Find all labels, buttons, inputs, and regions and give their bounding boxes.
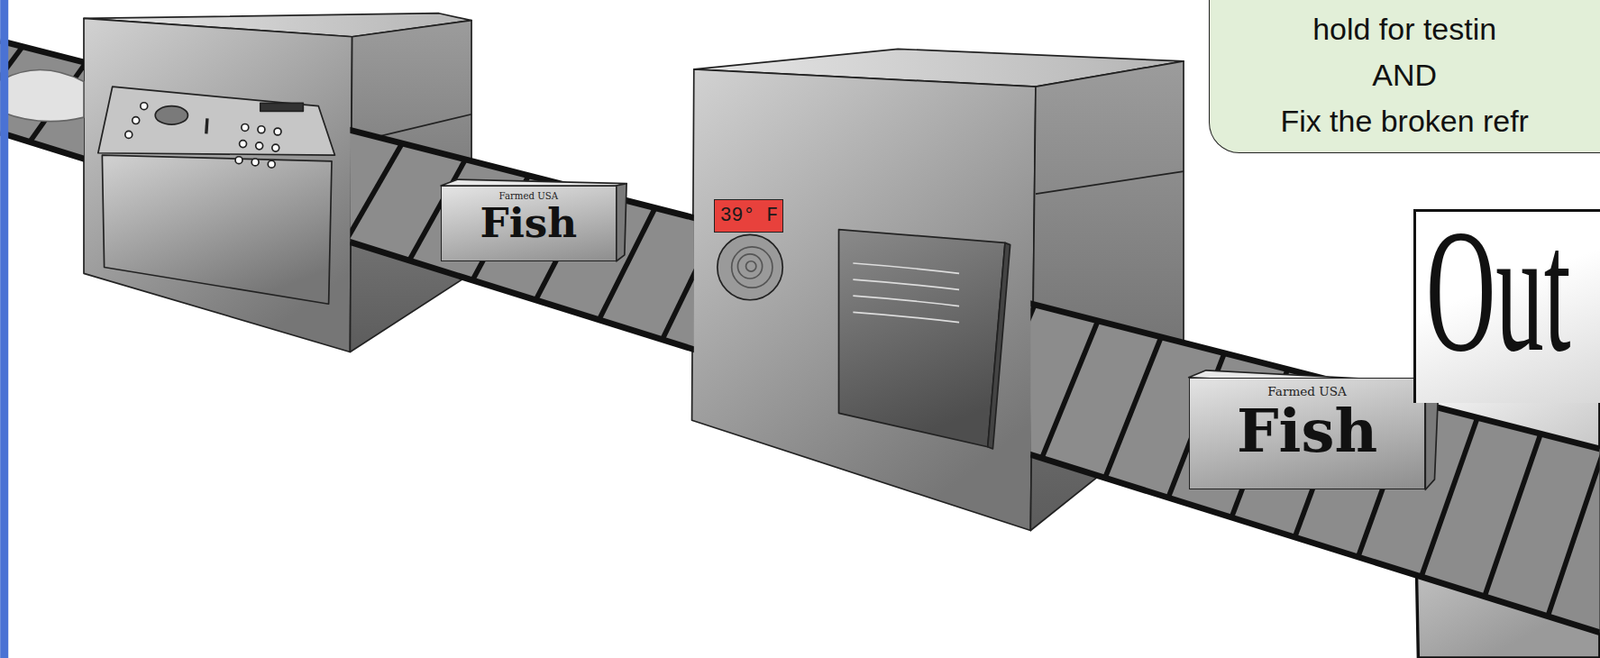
panel-slot — [260, 102, 304, 111]
conveyor-belt — [0, 30, 1600, 657]
vent-panel — [839, 229, 1006, 448]
belt-slat — [662, 224, 719, 340]
panel-button — [125, 130, 133, 138]
belt-edge — [0, 132, 1600, 633]
keypad — [235, 124, 282, 169]
callout-text: Fix the broken refr — [1280, 98, 1529, 145]
temperature-display: 39° F — [713, 199, 784, 233]
instruction-callout: hold for testinANDFix the broken refr — [1208, 0, 1600, 154]
belt-slat — [92, 78, 149, 162]
panel-button — [140, 102, 148, 110]
key — [241, 124, 249, 132]
key — [274, 128, 282, 136]
key — [272, 144, 280, 152]
belt-slat — [1105, 337, 1162, 478]
dial-ring — [746, 261, 757, 272]
product-label: Fish — [480, 201, 578, 247]
box-top — [440, 179, 627, 186]
machine-front — [83, 18, 353, 352]
belt-slat — [346, 143, 403, 241]
callout-text: AND — [1371, 52, 1437, 99]
product-label: Fish — [1236, 398, 1378, 464]
belt-slat — [851, 272, 908, 399]
box-faces — [440, 179, 1439, 490]
fish-box: Farmed USAFish — [1188, 377, 1427, 491]
key — [239, 140, 247, 148]
key — [256, 142, 264, 150]
dial — [717, 234, 783, 300]
panel-button — [132, 117, 140, 125]
machine-door — [101, 155, 332, 304]
belt-slats — [0, 30, 1600, 657]
raw-fish — [1, 70, 84, 122]
unit-seam — [1035, 171, 1184, 194]
belt-slat — [978, 304, 1035, 439]
belt-slat — [788, 256, 845, 379]
page-edge-bar — [0, 0, 9, 658]
key — [235, 156, 243, 165]
belt-slat — [725, 239, 782, 359]
key — [257, 126, 266, 134]
fish-box: Farmed USAFish — [440, 185, 617, 262]
brand-label: Farmed USA — [499, 191, 559, 202]
belt-slat — [1484, 433, 1541, 597]
vent-edge — [987, 242, 1011, 449]
box-side — [616, 183, 627, 262]
temperature-reading: 39° F — [720, 205, 779, 228]
vent-lines — [852, 263, 960, 323]
belt-slat — [1042, 320, 1098, 458]
key — [251, 158, 259, 166]
belt-slat — [914, 288, 971, 419]
belt-slat — [1547, 449, 1600, 617]
panel-switch — [206, 118, 208, 134]
out-sign: Out — [1413, 209, 1600, 403]
control-panel — [98, 86, 336, 156]
belt-slat — [219, 110, 276, 202]
sign-text: Out — [1426, 203, 1572, 380]
belt-slat — [283, 127, 339, 221]
callout-text: hold for testin — [1312, 6, 1497, 53]
brand-label: Farmed USA — [1267, 384, 1347, 399]
belt-slat — [155, 94, 212, 182]
unit-front — [692, 69, 1036, 531]
key — [267, 160, 275, 168]
panel-button — [155, 106, 188, 125]
belt-surface — [0, 40, 1600, 632]
dial-ring — [737, 254, 762, 279]
dial-ring — [731, 246, 773, 288]
